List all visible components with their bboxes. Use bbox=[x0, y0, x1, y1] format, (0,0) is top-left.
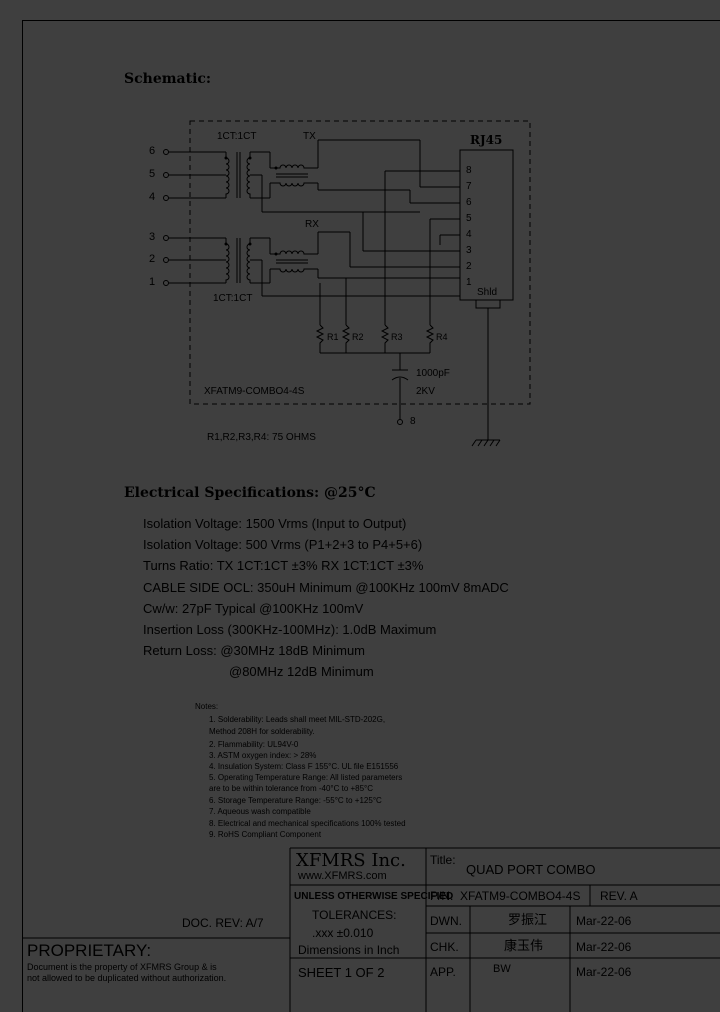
note-item: 1. Solderability: Leads shall meet MIL-S… bbox=[209, 715, 386, 724]
sheet-number: SHEET 1 OF 2 bbox=[298, 965, 385, 980]
proprietary-text-1: Document is the property of XFMRS Group … bbox=[27, 962, 217, 972]
tolerance-xxx: .xxx ±0.010 bbox=[312, 926, 374, 940]
note-item: 5. Operating Temperature Range: All list… bbox=[209, 773, 403, 782]
part-label: XFATM9-COMBO4-4S bbox=[204, 386, 305, 397]
rj45-pin-3: 3 bbox=[466, 245, 472, 256]
tx-ratio-label: 1CT:1CT bbox=[217, 131, 257, 142]
spec-line: Return Loss: @30MHz 18dB Minimum bbox=[143, 643, 365, 658]
note-item: 4. Insulation System: Class F 155°C. UL … bbox=[209, 762, 399, 771]
dwn-date: Mar-22-06 bbox=[576, 914, 632, 928]
capacitor-plate-bottom bbox=[391, 376, 409, 381]
resistor-r4 bbox=[425, 324, 435, 353]
app-label: APP. bbox=[430, 965, 456, 979]
pin-8-label: 8 bbox=[410, 416, 416, 427]
resistor-label-r2: R2 bbox=[352, 332, 364, 342]
specs-heading: Electrical Specifications: @25°C bbox=[124, 485, 376, 501]
note-item: 8. Electrical and mechanical specificati… bbox=[209, 819, 406, 828]
proprietary-heading: PROPRIETARY: bbox=[27, 941, 152, 960]
dwn-label: DWN. bbox=[430, 914, 462, 928]
schematic-heading: Schematic: bbox=[124, 71, 212, 87]
rj45-pin-1: 1 bbox=[466, 277, 472, 288]
rx-secondary-coil bbox=[246, 238, 251, 283]
title-label: Title: bbox=[430, 853, 456, 867]
rx-primary-coil bbox=[225, 238, 230, 283]
note-item: 2. Flammability: UL94V-0 bbox=[209, 740, 299, 749]
unless-specified: UNLESS OTHERWISE SPECIFIED bbox=[294, 891, 454, 902]
left-pin-2: 2 bbox=[149, 253, 156, 265]
resistor-label-r1: R1 bbox=[327, 332, 339, 342]
tx-choke-bottom bbox=[276, 182, 308, 187]
note-item: 6. Storage Temperature Range: -55°C to +… bbox=[209, 796, 382, 805]
resistor-r3 bbox=[380, 324, 390, 353]
rx-label: RX bbox=[305, 219, 319, 230]
resistor-r1 bbox=[315, 324, 325, 353]
rj45-pin-4: 4 bbox=[466, 229, 472, 240]
note-item: 3. ASTM oxygen index: > 28% bbox=[209, 751, 317, 760]
rj45-pin-2: 2 bbox=[466, 261, 472, 272]
title-value: QUAD PORT COMBO bbox=[466, 862, 596, 877]
spec-line: Turns Ratio: TX 1CT:1CT ±3% RX 1CT:1CT ±… bbox=[143, 558, 424, 573]
dwn-name: 罗振江 bbox=[508, 912, 548, 927]
rj45-pin-5: 5 bbox=[466, 213, 472, 224]
spec-line: Cw/w: 27pF Typical @100KHz 100mV bbox=[143, 601, 364, 616]
tx-label: TX bbox=[303, 131, 316, 142]
app-name: BW bbox=[493, 963, 511, 975]
tx-secondary-coil bbox=[246, 152, 251, 198]
resistor-r2 bbox=[341, 324, 351, 353]
note-item: 7. Aqueous wash compatible bbox=[209, 807, 311, 816]
pn-value: XFATM9-COMBO4-4S bbox=[460, 889, 581, 903]
pin-8-terminal bbox=[397, 419, 403, 425]
rj45-pin-7: 7 bbox=[466, 181, 472, 192]
left-pin-1: 1 bbox=[149, 276, 156, 288]
left-pin-6: 6 bbox=[149, 145, 156, 157]
spec-line: Insertion Loss (300KHz-100MHz): 1.0dB Ma… bbox=[143, 622, 437, 637]
note-item: Method 208H for solderability. bbox=[209, 727, 315, 736]
dimensions-unit: Dimensions in Inch bbox=[298, 943, 400, 957]
notes-heading: Notes: bbox=[195, 702, 219, 711]
chk-name: 康玉伟 bbox=[504, 938, 544, 953]
company-website: www.XFMRS.com bbox=[298, 870, 387, 882]
tolerances-label: TOLERANCES: bbox=[312, 908, 397, 922]
tx-choke-top bbox=[276, 164, 308, 169]
spec-line: Isolation Voltage: 500 Vrms (P1+2+3 to P… bbox=[143, 537, 423, 552]
resistor-note: R1,R2,R3,R4: 75 OHMS bbox=[207, 432, 316, 443]
spec-line: Isolation Voltage: 1500 Vrms (Input to O… bbox=[143, 516, 407, 531]
rj45-pin-6: 6 bbox=[466, 197, 472, 208]
doc-revision: DOC. REV: A/7 bbox=[182, 916, 264, 930]
app-date: Mar-22-06 bbox=[576, 965, 632, 979]
tx-primary-coil bbox=[225, 152, 230, 198]
chk-label: CHK. bbox=[430, 940, 459, 954]
shield-label: Shld bbox=[477, 287, 498, 298]
note-item: 9. RoHS Compliant Component bbox=[209, 830, 322, 839]
resistor-label-r3: R3 bbox=[391, 332, 403, 342]
rj45-label: RJ45 bbox=[470, 133, 503, 147]
capacitor-value: 1000pF bbox=[416, 368, 450, 379]
spec-line: CABLE SIDE OCL: 350uH Minimum @100KHz 10… bbox=[143, 580, 509, 595]
pn-label: P/N: bbox=[430, 889, 454, 903]
left-pin-4: 4 bbox=[149, 191, 156, 203]
revision: REV. A bbox=[600, 889, 638, 903]
rx-ratio-label: 1CT:1CT bbox=[213, 293, 253, 304]
schematic-enclosure bbox=[189, 120, 531, 405]
rx-choke-top bbox=[276, 250, 308, 255]
resistor-label-r4: R4 bbox=[436, 332, 448, 342]
left-pin-5: 5 bbox=[149, 168, 156, 180]
spec-line: @80MHz 12dB Minimum bbox=[229, 664, 374, 679]
chk-date: Mar-22-06 bbox=[576, 940, 632, 954]
company-name: XFMRS Inc. bbox=[296, 850, 406, 871]
proprietary-text-2: not allowed to be duplicated without aut… bbox=[27, 973, 227, 983]
left-pin-3: 3 bbox=[149, 231, 156, 243]
rj45-pin-8: 8 bbox=[466, 165, 472, 176]
capacitor-voltage: 2KV bbox=[416, 386, 435, 397]
drawing-frame bbox=[22, 20, 720, 1012]
note-item: are to be within tolerance from -40°C to… bbox=[209, 784, 374, 793]
rx-choke-bottom bbox=[276, 268, 308, 273]
